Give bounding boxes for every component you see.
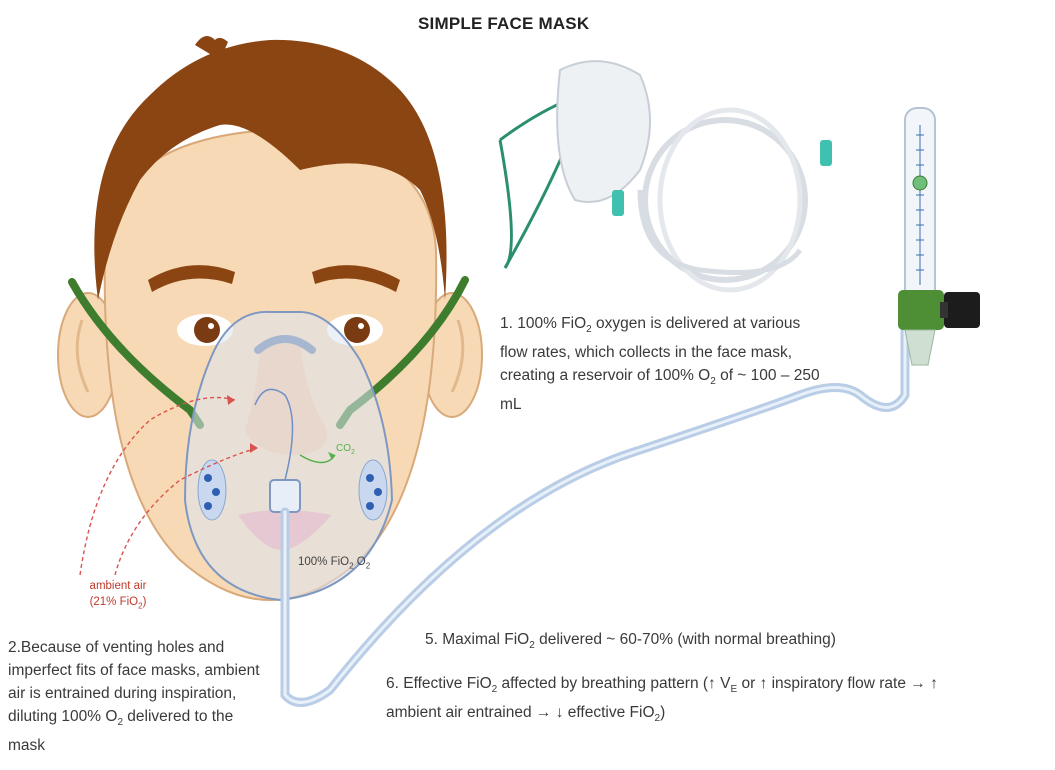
note-6: 6. Effective FiO2 affected by breathing … xyxy=(386,672,1046,730)
note-1: 1. 100% FiO2 oxygen is delivered at vari… xyxy=(500,312,880,416)
left-vent-hole-2 xyxy=(212,488,220,496)
product-mask xyxy=(557,61,650,202)
left-vent-hole-3 xyxy=(204,502,212,510)
left-eye-iris xyxy=(194,317,220,343)
right-eye-iris xyxy=(344,317,370,343)
left-eye-highlight xyxy=(208,323,214,329)
right-vent-hole-1 xyxy=(366,474,374,482)
product-connector-right xyxy=(820,140,832,166)
right-vent-hole-3 xyxy=(366,502,374,510)
right-vent-area xyxy=(359,460,387,520)
left-vent-hole-1 xyxy=(204,474,212,482)
flowmeter xyxy=(898,108,980,365)
mask-connector xyxy=(270,480,300,512)
flowmeter-knob xyxy=(944,292,980,328)
product-connector-left xyxy=(612,190,624,216)
flowmeter-ball xyxy=(913,176,927,190)
right-vent-hole-2 xyxy=(374,488,382,496)
product-photo xyxy=(500,61,832,290)
note-2: 2.Because of venting holes and imperfect… xyxy=(8,636,308,757)
ambient-air-label: ambient air (21% FiO2) xyxy=(68,578,168,614)
flowmeter-base xyxy=(898,290,944,330)
co2-label: CO2 xyxy=(336,443,355,456)
flowmeter-knob-stem xyxy=(940,302,948,318)
diagram-title: SIMPLE FACE MASK xyxy=(418,14,589,34)
note-5: 5. Maximal FiO2 delivered ~ 60-70% (with… xyxy=(425,628,1025,657)
mask-oxygen-label: 100% FiO2 O2 xyxy=(298,556,370,570)
right-eye-highlight xyxy=(358,323,364,329)
